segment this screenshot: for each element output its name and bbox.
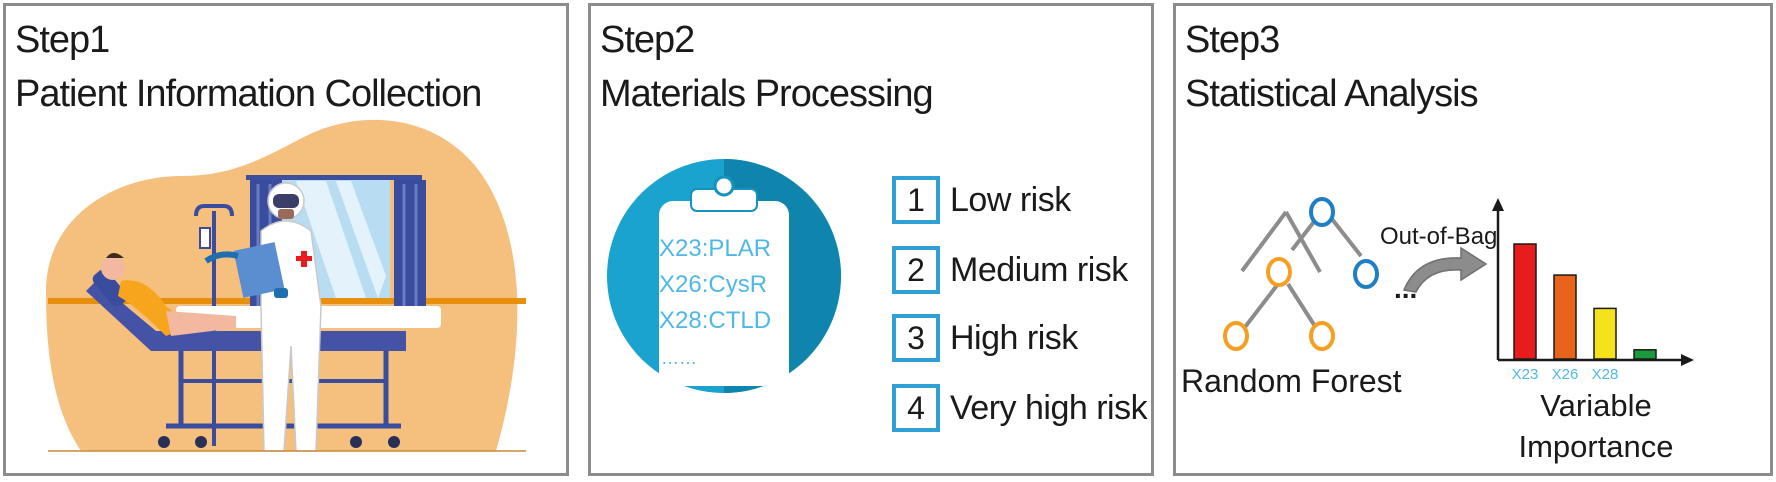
bar-label: X26 — [1552, 366, 1579, 383]
out-of-bag-label: Out-of-Bag — [1380, 223, 1497, 250]
risk-number-box: 1 — [892, 176, 940, 224]
random-forest-tree-icon — [1223, 197, 1379, 351]
importance-bar — [1513, 243, 1537, 360]
doctor-icon — [204, 182, 322, 452]
risk-label: High risk — [950, 319, 1078, 357]
clipboard-line: X26:CysR — [659, 271, 767, 298]
x-axis-arrow-icon — [1681, 354, 1694, 366]
bar-label: X23 — [1512, 366, 1539, 383]
tree-node — [1353, 259, 1379, 289]
y-axis-arrow-icon — [1492, 198, 1504, 211]
step2-panel: Step2 Materials Processing X23:PLAR X26:… — [588, 3, 1154, 476]
random-forest-label: Random Forest — [1181, 363, 1402, 399]
step3-heading: Step3 — [1185, 19, 1280, 61]
window-icon — [246, 175, 426, 310]
importance-bars: X23 X26 X28 — [1512, 243, 1657, 383]
step3-panel: Step3 Statistical Analysis ... Random Fo… — [1173, 3, 1773, 476]
importance-label-line2: Importance — [1518, 429, 1673, 464]
clipboard-line: X28:CTLD — [659, 307, 771, 334]
out-of-bag-arrow-icon — [1402, 246, 1488, 293]
risk-number-box: 2 — [892, 246, 940, 294]
step1-heading: Step1 — [15, 19, 110, 61]
patient-care-illustration — [46, 119, 526, 452]
tree-node — [1309, 197, 1335, 227]
patient-icon — [101, 253, 236, 336]
risk-number-box: 4 — [892, 384, 940, 432]
risk-number-box: 3 — [892, 314, 940, 362]
tree-node — [1266, 257, 1292, 287]
importance-bar — [1633, 349, 1657, 360]
clipboard-illustration: X23:PLAR X26:CysR X28:CTLD …… — [607, 159, 841, 393]
importance-bar — [1553, 274, 1577, 360]
risk-label: Medium risk — [950, 251, 1128, 289]
clipboard-icon — [659, 175, 789, 386]
step1-title: Patient Information Collection — [15, 73, 482, 115]
tree-node — [1223, 321, 1249, 351]
risk-label: Very high risk — [950, 389, 1148, 427]
step3-title: Statistical Analysis — [1185, 73, 1479, 115]
step1-panel: Step1 Patient Information Collection — [3, 3, 569, 476]
clipboard-line: X23:PLAR — [659, 235, 771, 262]
importance-bar — [1593, 307, 1617, 360]
clipboard-line: …… — [661, 348, 697, 368]
bar-label: X28 — [1592, 366, 1619, 383]
step2-heading: Step2 — [600, 19, 695, 61]
tree-node — [1309, 321, 1335, 351]
importance-label-line1: Variable — [1540, 388, 1651, 423]
risk-label: Low risk — [950, 181, 1071, 219]
step2-title: Materials Processing — [600, 73, 934, 115]
